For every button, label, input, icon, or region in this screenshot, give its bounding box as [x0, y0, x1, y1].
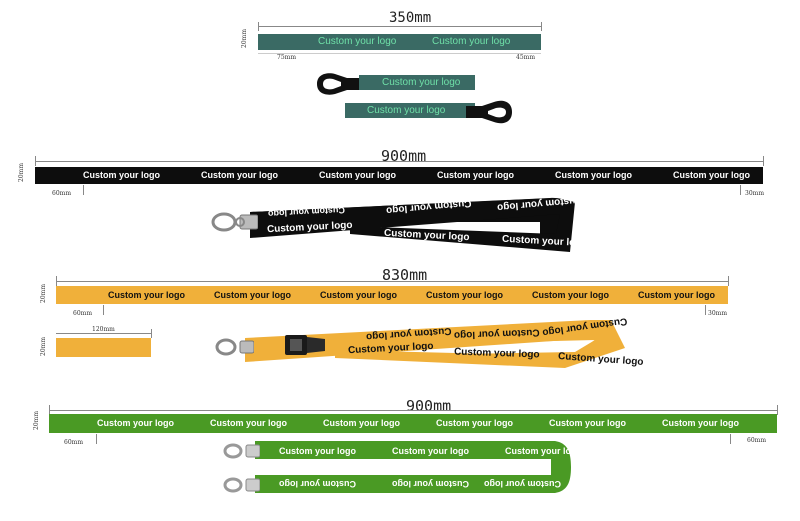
strap-logo: Custom your logo [320, 290, 397, 300]
buckle-icon [285, 335, 325, 355]
strap-logo: Custom your logo [323, 418, 400, 428]
segment-tick [96, 434, 97, 444]
segment-tick [103, 305, 104, 315]
strap-logo: Custom your logo [662, 418, 739, 428]
strap-logo: Custom your logo [83, 170, 160, 180]
segment-tick [730, 434, 731, 444]
left-segment-label: 75mm [277, 54, 297, 61]
height-label: 20mm [241, 28, 248, 48]
dimension-title: 900mm [381, 147, 427, 165]
dimension-line [49, 410, 777, 411]
right-segment-label: 30mm [745, 190, 765, 197]
lanyard-orange-illustration [245, 320, 625, 368]
strap-black-flat: Custom your logo Custom your logo Custom… [35, 167, 763, 184]
dimension-line [258, 26, 541, 27]
sample-width-label: 120mm [92, 326, 115, 333]
lanyard-black-illustration [250, 197, 575, 252]
segment-tick [740, 185, 741, 195]
strap-logo: Custom your logo [210, 418, 287, 428]
strap-logo: Custom your logo [108, 290, 185, 300]
strap-logo: Custom your logo [532, 290, 609, 300]
strap-logo: Custom your logo [549, 418, 626, 428]
left-segment-label: 60mm [52, 190, 72, 197]
dimension-title: 350mm [389, 10, 432, 26]
strap-logo: Custom your logo [367, 105, 446, 116]
strap-green-flat: Custom your logo Custom your logo Custom… [49, 414, 777, 433]
left-segment-label: 60mm [64, 439, 84, 446]
dimension-tick [541, 22, 542, 31]
hook-clip-icon [466, 100, 512, 124]
lanyard-logo: Custom your logo [279, 446, 356, 456]
right-segment-label: 60mm [747, 437, 767, 444]
strap-logo: Custom your logo [97, 418, 174, 428]
strap-logo: Custom your logo [673, 170, 750, 180]
strap-logo: Custom your logo [638, 290, 715, 300]
height-label: 20mm [18, 162, 25, 182]
left-segment-label: 60mm [73, 310, 93, 317]
lanyard-logo: Custom your logo [279, 479, 356, 489]
dimension-line [56, 281, 728, 282]
lanyard-logo: Custom your logo [392, 479, 469, 489]
right-segment-label: 30mm [708, 310, 728, 317]
hook-clip-icon [317, 73, 363, 95]
strap-logo: Custom your logo [432, 36, 511, 47]
lanyard-green-illustration [255, 441, 571, 493]
strap-orange-flat: Custom your logo Custom your logo Custom… [56, 286, 728, 304]
strap-logo: Custom your logo [426, 290, 503, 300]
sample-tick [151, 329, 152, 338]
lobster-clasp-icon [215, 338, 254, 356]
dimension-tick [763, 156, 764, 166]
right-segment-label: 45mm [516, 54, 536, 61]
segment-tick [705, 305, 706, 315]
dimension-tick [777, 405, 778, 415]
lanyard-logo: Custom your logo [392, 446, 469, 456]
lobster-clasp-icon [223, 477, 260, 493]
strap-logo: Custom your logo [437, 170, 514, 180]
segment-tick [83, 185, 84, 195]
height-label: 20mm [33, 410, 40, 430]
lobster-clasp-icon [211, 212, 258, 232]
strap-logo: Custom your logo [201, 170, 278, 180]
dimension-tick [35, 156, 36, 166]
dimension-tick [56, 276, 57, 286]
lanyard-logo: Custom your logo [484, 479, 561, 489]
height-label: 20mm [40, 283, 47, 303]
dimension-line [35, 161, 763, 162]
strap-teal-clip-1: Custom your logo [359, 75, 475, 90]
dimension-title: 830mm [382, 266, 428, 284]
dimension-tick [49, 405, 50, 415]
strap-logo: Custom your logo [382, 77, 461, 88]
strap-logo: Custom your logo [436, 418, 513, 428]
dimension-tick [258, 22, 259, 31]
lanyard-logo: Custom your logo [505, 446, 582, 456]
strap-logo: Custom your logo [319, 170, 396, 180]
strap-teal-clip-2: Custom your logo [345, 103, 475, 118]
strap-logo: Custom your logo [214, 290, 291, 300]
strap-logo: Custom your logo [318, 36, 397, 47]
lobster-clasp-icon [223, 443, 260, 459]
dimension-title: 900mm [406, 397, 452, 415]
dimension-tick [728, 276, 729, 286]
sample-width-line [56, 333, 151, 334]
sample-height-label: 20mm [40, 336, 47, 356]
strap-teal-flat: Custom your logo Custom your logo [258, 34, 541, 50]
segment-line [258, 53, 541, 54]
strap-logo: Custom your logo [555, 170, 632, 180]
strap-orange-sample [56, 338, 151, 357]
